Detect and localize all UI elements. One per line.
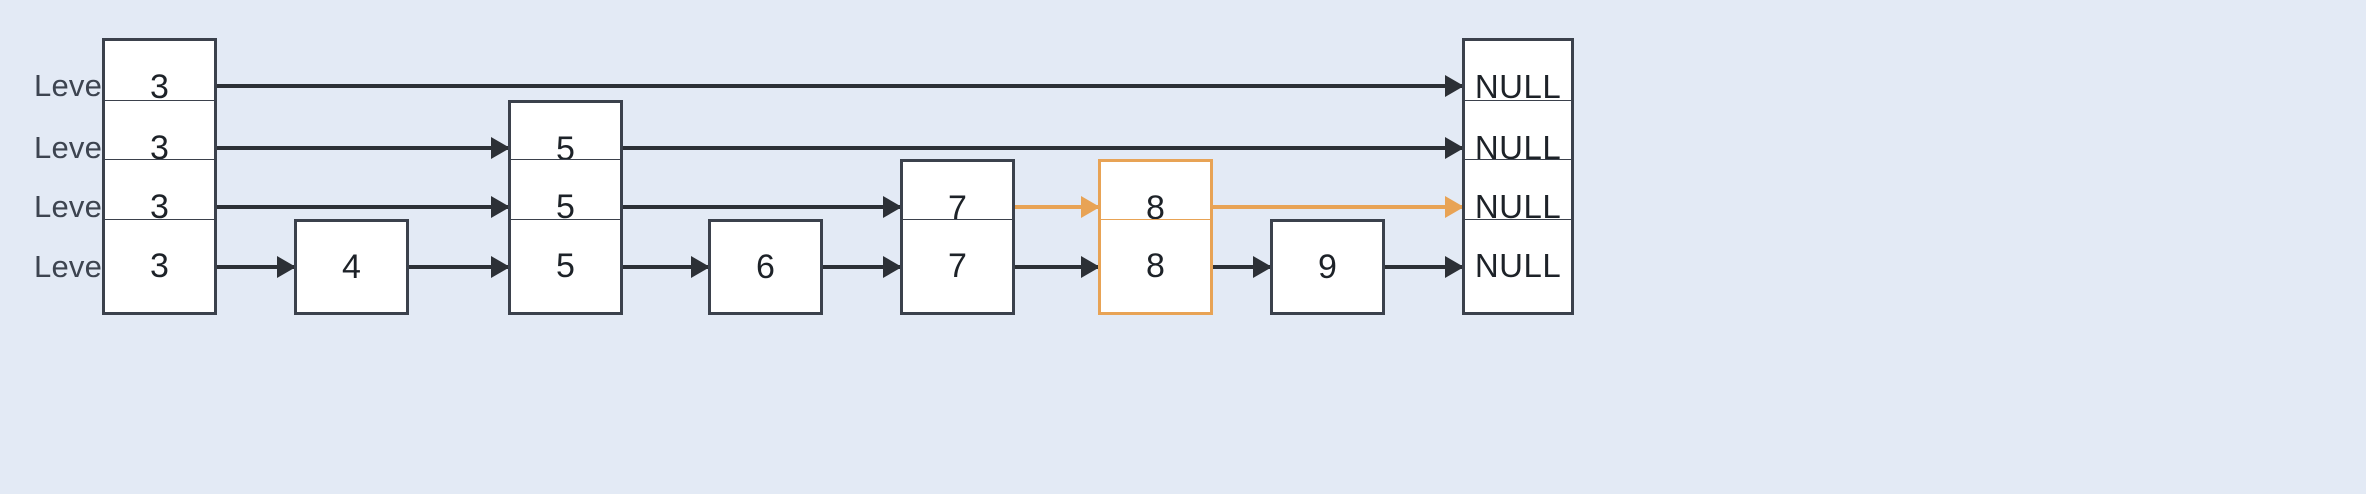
link-arrow-n7-to-n8-l3 (1015, 205, 1098, 209)
node-cell-n4-level-4: 4 (294, 219, 409, 315)
link-arrow-head-to-n5-l3 (217, 205, 508, 209)
link-arrow-n4-to-n5-l4 (409, 265, 508, 269)
link-arrow-head-to-n5-l2 (217, 146, 508, 150)
link-arrow-n7-to-n8-l4 (1015, 265, 1098, 269)
link-arrow-n5-to-n6-l4 (623, 265, 708, 269)
link-arrow-n5-to-tail-l2 (623, 146, 1462, 150)
node-cell-head-level-4: 3 (102, 219, 217, 315)
link-arrow-n8-to-n9-l4 (1213, 265, 1270, 269)
link-arrow-head-to-n4-l4 (217, 265, 294, 269)
link-arrow-n9-to-tail-l4 (1385, 265, 1462, 269)
link-arrow-n6-to-n7-l4 (823, 265, 900, 269)
node-cell-n7-level-4: 7 (900, 219, 1015, 315)
node-cell-tail-level-4: NULL (1462, 219, 1574, 315)
link-arrow-head-to-tail-l1 (217, 84, 1462, 88)
link-arrow-n8-to-tail-l3 (1213, 205, 1462, 209)
node-cell-n9-level-4: 9 (1270, 219, 1385, 315)
node-cell-n5-level-4: 5 (508, 219, 623, 315)
node-cell-n8-level-4: 8 (1098, 219, 1213, 315)
node-cell-n6-level-4: 6 (708, 219, 823, 315)
link-arrow-n5-to-n7-l3 (623, 205, 900, 209)
